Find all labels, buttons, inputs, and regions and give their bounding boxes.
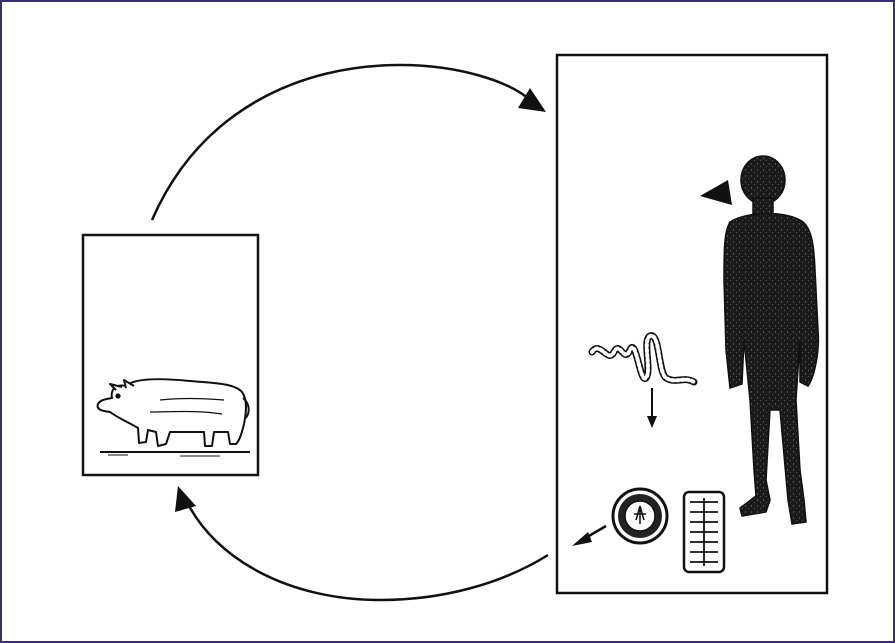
egg-icon xyxy=(613,489,667,543)
human-panel xyxy=(557,55,827,593)
proglottid-icon xyxy=(684,492,724,572)
pig-panel xyxy=(83,235,258,475)
arrow-icon xyxy=(175,486,548,600)
arrow-icon xyxy=(152,65,546,220)
